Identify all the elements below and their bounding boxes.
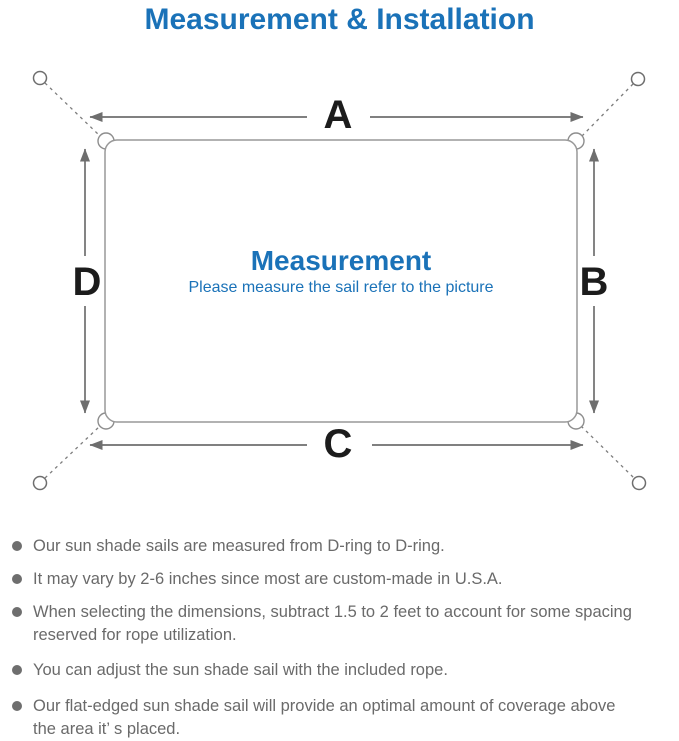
- anchor-point-icon: [631, 475, 647, 491]
- guy-line-top-left: [44, 82, 101, 137]
- measurement-diagram: A B C D Measurement Please measure the s…: [32, 70, 647, 491]
- bullet-icon: [12, 607, 22, 617]
- guy-line-bottom-left: [44, 425, 101, 479]
- diagram-subtitle: Please measure the sail refer to the pic…: [188, 279, 493, 296]
- guy-line-bottom-right: [580, 425, 635, 479]
- anchor-point-icon: [630, 71, 646, 87]
- diagram-heading: Measurement: [251, 245, 432, 276]
- bullet-text-line: It may vary by 2-6 inches since most are…: [33, 570, 503, 588]
- bullet-icon: [12, 541, 22, 551]
- bullet-icon: [12, 574, 22, 584]
- list-item: When selecting the dimensions, subtract …: [12, 601, 672, 647]
- list-item: Our sun shade sails are measured from D-…: [12, 535, 672, 558]
- sail-outline: [104, 139, 578, 423]
- bullet-text-line: reserved for rope utilization.: [33, 626, 237, 644]
- list-item: Our flat-edged sun shade sail will provi…: [12, 695, 672, 741]
- bullet-text-line: Our flat-edged sun shade sail will provi…: [33, 697, 616, 715]
- page-title: Measurement & Installation: [144, 3, 535, 36]
- anchor-point-icon: [32, 475, 48, 491]
- bullet-text-line: When selecting the dimensions, subtract …: [33, 603, 632, 621]
- dimension-label-c: C: [324, 422, 353, 466]
- bullet-text-line: You can adjust the sun shade sail with t…: [33, 661, 448, 679]
- dimension-label-a: A: [324, 93, 353, 137]
- anchor-point-icon: [32, 70, 48, 86]
- bullet-text-line: Our sun shade sails are measured from D-…: [33, 537, 445, 555]
- dimension-label-d: D: [73, 260, 102, 304]
- instructions-list: Our sun shade sails are measured from D-…: [12, 535, 672, 741]
- bullet-icon: [12, 701, 22, 711]
- list-item: It may vary by 2-6 inches since most are…: [12, 568, 672, 591]
- bullet-icon: [12, 665, 22, 675]
- list-item: You can adjust the sun shade sail with t…: [12, 659, 672, 682]
- bullet-text-line: the area it’ s placed.: [33, 720, 181, 738]
- guy-line-top-right: [581, 83, 634, 137]
- dimension-label-b: B: [580, 260, 609, 304]
